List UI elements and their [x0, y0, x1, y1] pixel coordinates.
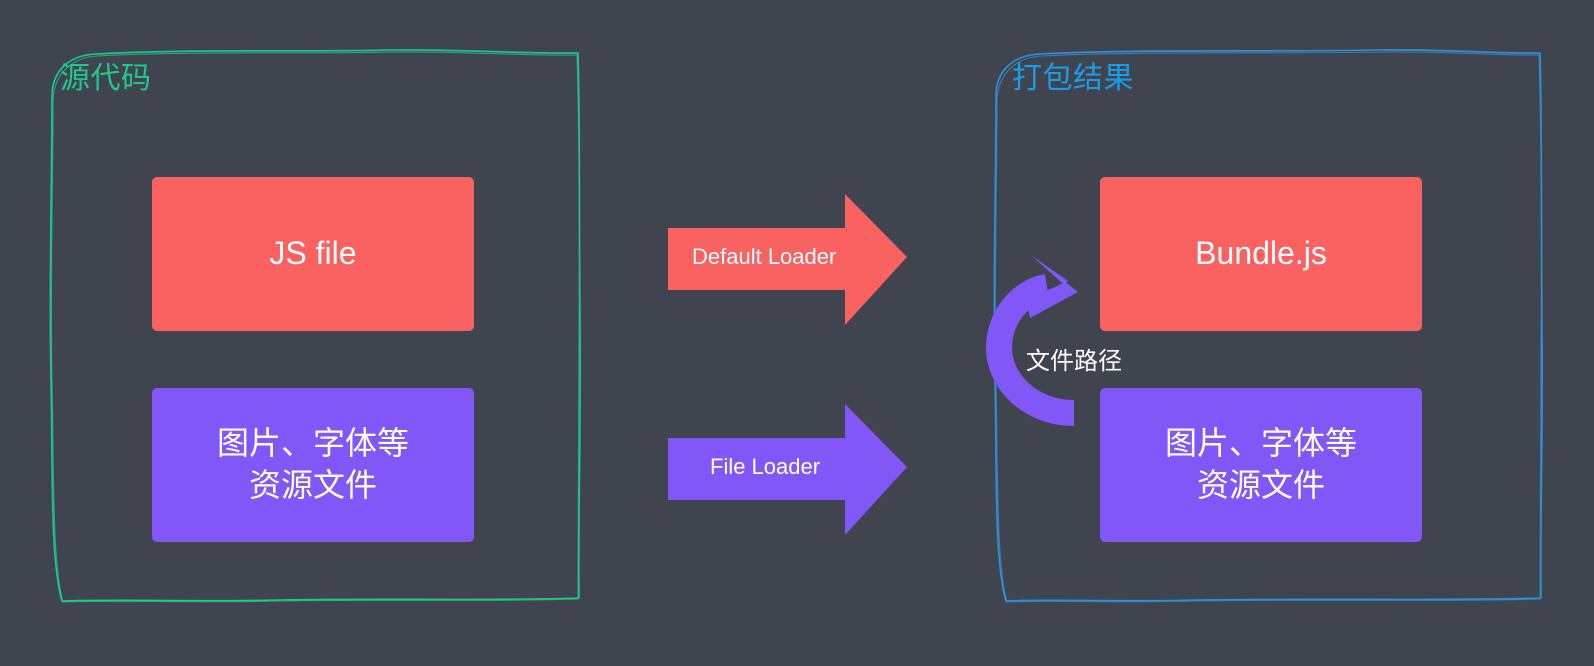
arrow-label-file-path: 文件路径 — [1026, 348, 1122, 375]
group-label-source-code: 源代码 — [60, 62, 152, 95]
arrow-file-path-head — [1030, 256, 1072, 318]
node-assets-source[interactable]: 图片、字体等 资源文件 — [152, 388, 474, 542]
node-assets-output[interactable]: 图片、字体等 资源文件 — [1100, 388, 1422, 542]
arrow-file-path — [985, 256, 1078, 426]
node-assets-source-label: 图片、字体等 资源文件 — [216, 425, 409, 503]
arrow-label-file-loader: File Loader — [710, 454, 821, 479]
arrow-label-default-loader: Default Loader — [692, 244, 837, 269]
node-bundle-js[interactable]: Bundle.js — [1100, 177, 1422, 331]
node-js-file-label: JS file — [269, 235, 357, 272]
group-label-bundle-result: 打包结果 — [1012, 62, 1134, 95]
node-assets-output-label: 图片、字体等 资源文件 — [1164, 425, 1357, 503]
node-js-file[interactable]: JS file — [152, 177, 474, 331]
node-bundle-js-label: Bundle.js — [1195, 235, 1327, 272]
